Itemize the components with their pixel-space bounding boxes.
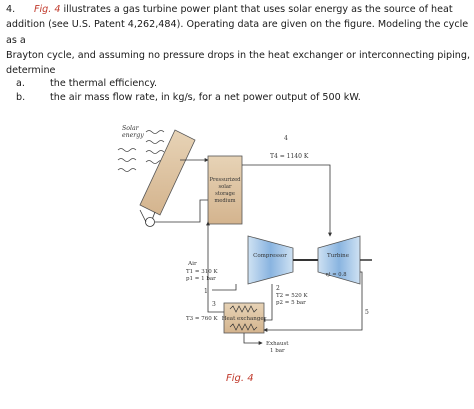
turbine-efficiency: ηt = 0.8 <box>325 272 346 278</box>
part-b-text: the air mass flow rate, in kg/s, for a n… <box>50 92 361 103</box>
state-4-temperature: T4 = 1140 K <box>270 153 309 160</box>
part-a-text: the thermal efficiency. <box>50 78 157 89</box>
state-2-number: 2 <box>276 285 280 292</box>
p1-label: p1 = 1 bar <box>186 276 216 282</box>
part-a: a. the thermal efficiency. <box>16 78 157 89</box>
storage-tank <box>207 155 243 225</box>
solar-collector <box>139 129 196 216</box>
T3-label: T3 = 760 K <box>186 316 219 322</box>
turbine-label: Turbine <box>327 253 349 259</box>
air-label: Air <box>187 261 197 267</box>
T2-label: T2 = 520 K <box>276 293 309 299</box>
part-b-label: b. <box>16 92 26 103</box>
exhaust-pressure: 1 bar <box>270 348 285 354</box>
state-1-number: 1 <box>204 288 208 295</box>
heat-exchanger-coil-icon <box>229 305 258 313</box>
solar-energy-label-1: Solar <box>122 125 140 132</box>
figure-caption: Fig. 4 <box>226 373 254 384</box>
storage-label-3: storage <box>215 191 235 197</box>
state-4-number: 4 <box>284 135 288 142</box>
heat-exchanger-label: Heat exchanger <box>222 316 267 322</box>
problem-line-2: addition (see U.S. Patent 4,262,484). Op… <box>6 19 469 46</box>
part-a-label: a. <box>16 78 25 89</box>
state-3-number: 3 <box>212 301 216 308</box>
problem-statement: 4. Fig. 4 illustrates a gas turbine power… <box>6 2 470 78</box>
problem-number: 4. <box>6 4 16 15</box>
storage-label-1: Pressurized <box>210 177 242 183</box>
turbine <box>317 235 361 285</box>
state-5-number: 5 <box>365 309 369 316</box>
figure-reference: Fig. 4 <box>34 4 61 15</box>
solar-rays <box>117 130 165 172</box>
p2-label: p2 = 5 bar <box>276 300 306 306</box>
problem-line-4: determine <box>6 65 56 77</box>
compressor-label: Compressor <box>253 253 287 259</box>
T1-label: T1 = 310 K <box>186 269 219 275</box>
storage-label-4: medium <box>214 198 235 204</box>
solar-energy-label-2: energy <box>122 132 144 139</box>
storage-label-2: solar <box>218 184 232 190</box>
problem-line-3: Brayton cycle, and assuming no pressure … <box>6 49 471 61</box>
problem-line-1: 4. Fig. 4 illustrates a gas turbine power… <box>6 2 470 17</box>
exhaust-label: Exhaust <box>266 341 289 347</box>
compressor <box>247 235 294 285</box>
pump-icon <box>145 217 155 227</box>
part-b: b. the air mass flow rate, in kg/s, for a… <box>16 92 361 103</box>
problem-line-1-text: illustrates a gas turbine power plant th… <box>63 4 453 15</box>
